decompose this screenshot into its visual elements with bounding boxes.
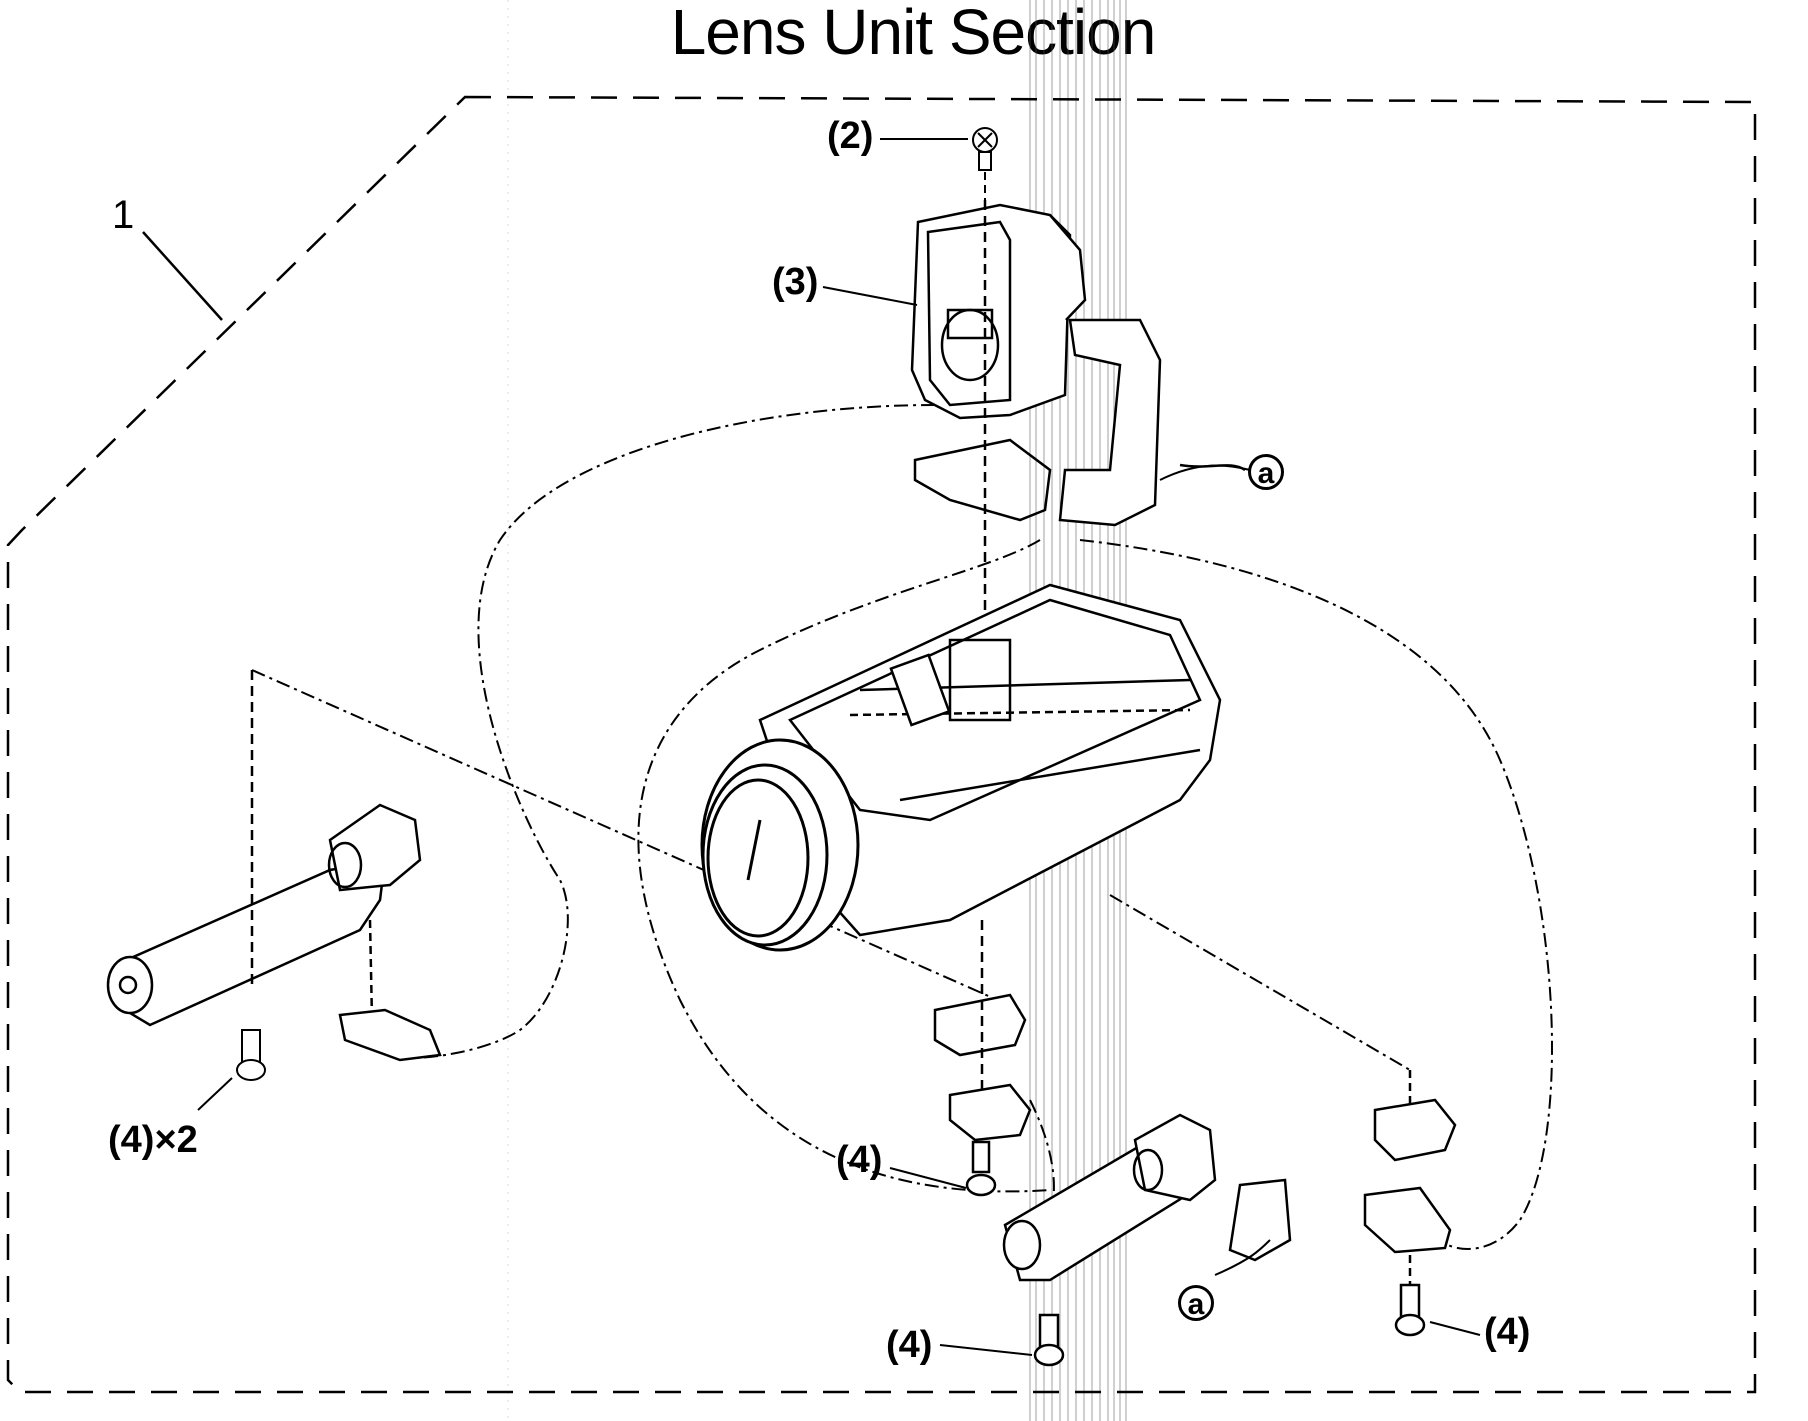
assembly-leader xyxy=(142,231,223,321)
screw-2-icon xyxy=(972,127,998,200)
screw-4-left-icon xyxy=(236,1029,266,1081)
left-motor-assembly xyxy=(106,670,442,1062)
callout-a-bottom: a xyxy=(1178,1285,1214,1321)
lens-front-element xyxy=(700,738,860,952)
flex-bracket xyxy=(913,318,1246,527)
assembly-boundary xyxy=(6,95,1757,1394)
right-sensor-assembly xyxy=(1363,1070,1457,1337)
part-4-right-label: (4) xyxy=(1484,1311,1531,1353)
part-2-label: (2) xyxy=(827,115,874,157)
bottom-motor-assembly xyxy=(1002,1113,1292,1367)
flex-cable-paths xyxy=(251,404,1554,1250)
center-sensor-assembly xyxy=(933,920,1032,1197)
assembly-number-label: 1 xyxy=(112,193,135,237)
diagram-title: Lens Unit Section xyxy=(670,0,1157,68)
part-4-mid-label: (4) xyxy=(836,1139,883,1181)
part-3-label: (3) xyxy=(772,261,819,303)
callout-a-top: a xyxy=(1248,454,1284,490)
part-4-bottom-label: (4) xyxy=(886,1324,933,1366)
part-4-x2-label: (4)×2 xyxy=(108,1119,198,1161)
part-3-shutter-block xyxy=(910,200,1087,640)
